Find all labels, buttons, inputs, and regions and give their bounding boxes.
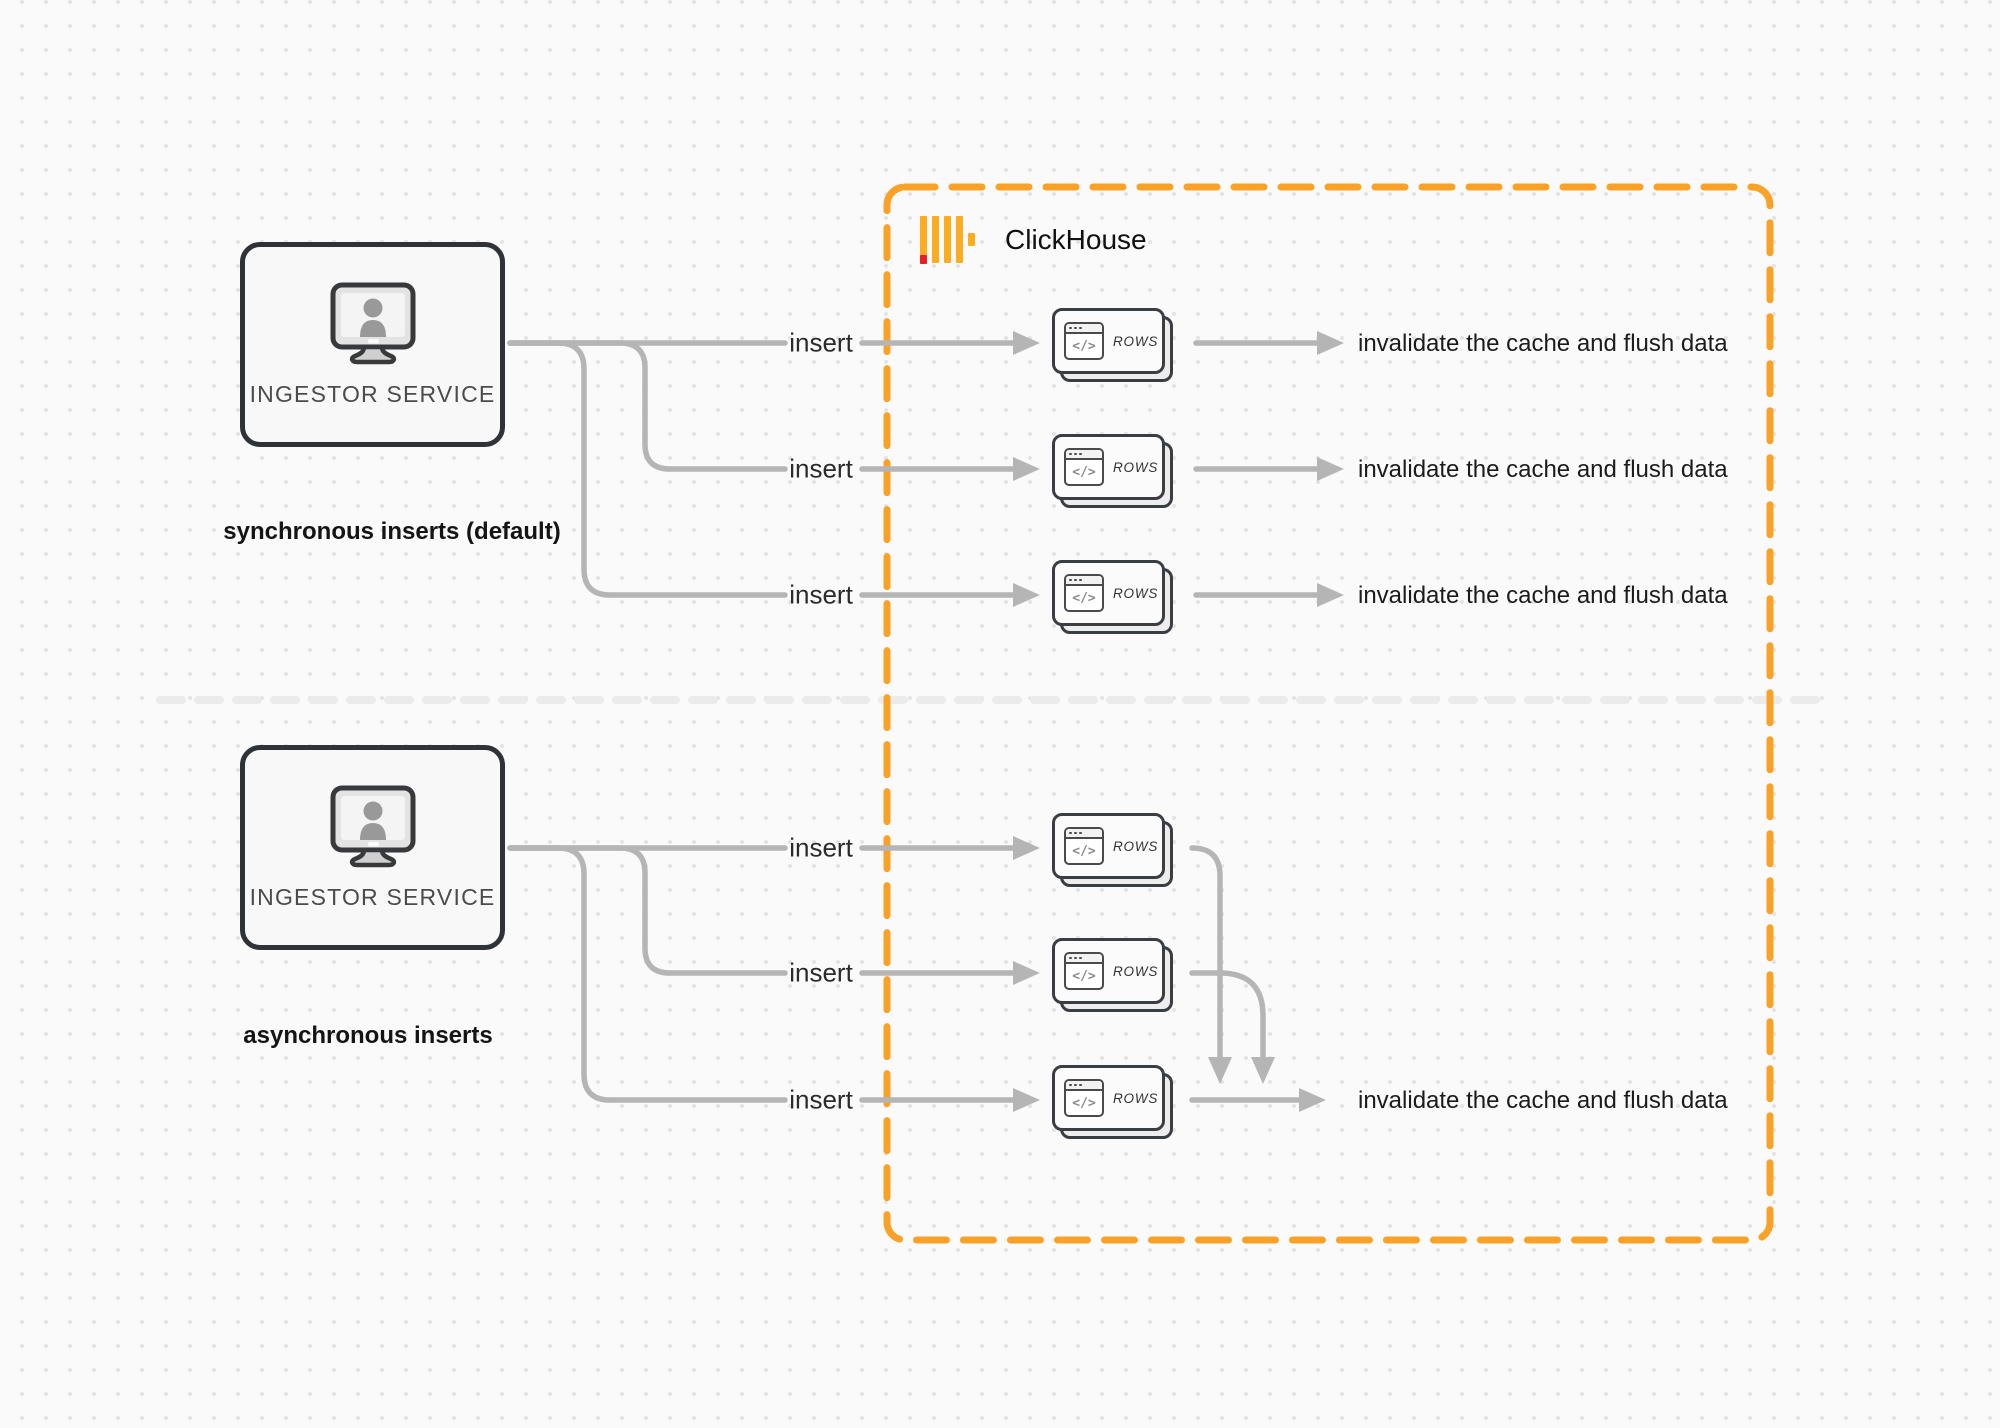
sync-caption: synchronous inserts (default) (223, 518, 561, 545)
sync-insert-label-2: insert (789, 453, 853, 484)
clickhouse-wordmark: ClickHouse (1005, 224, 1147, 255)
code-window-icon: </> (1064, 952, 1104, 990)
sync-result-label-3: invalidate the cache and flush data (1358, 582, 1728, 609)
sync-ingestor-service-box: INGESTOR SERVICE (240, 242, 505, 447)
rows-label: ROWS (1113, 963, 1159, 979)
async-result-label: invalidate the cache and flush data (1358, 1087, 1728, 1114)
code-window-icon: </> (1064, 574, 1104, 612)
async-rows-node-3: </> ROWS (1052, 1065, 1174, 1139)
sync-rows-node-2: </> ROWS (1052, 434, 1174, 508)
sync-rows-node-1: </> ROWS (1052, 308, 1174, 382)
rows-card: </> ROWS (1052, 434, 1165, 500)
sync-result-label-1: invalidate the cache and flush data (1358, 330, 1728, 357)
rows-label: ROWS (1113, 585, 1159, 601)
rows-card: </> ROWS (1052, 938, 1165, 1004)
async-insert-label-1: insert (789, 832, 853, 863)
monitor-user-icon (330, 785, 415, 868)
rows-label: ROWS (1113, 459, 1159, 475)
rows-label: ROWS (1113, 1090, 1159, 1106)
rows-label: ROWS (1113, 838, 1159, 854)
async-insert-label-3: insert (789, 1084, 853, 1115)
service-label: INGESTOR SERVICE (249, 884, 496, 910)
service-label: INGESTOR SERVICE (249, 381, 496, 407)
code-window-icon: </> (1064, 1079, 1104, 1117)
code-window-icon: </> (1064, 322, 1104, 360)
async-rows-node-2: </> ROWS (1052, 938, 1174, 1012)
rows-card: </> ROWS (1052, 813, 1165, 879)
sync-rows-node-3: </> ROWS (1052, 560, 1174, 634)
rows-card: </> ROWS (1052, 308, 1165, 374)
async-connectors (507, 836, 1326, 1112)
code-window-icon: </> (1064, 448, 1104, 486)
async-insert-label-2: insert (789, 957, 853, 988)
code-window-icon: </> (1064, 827, 1104, 865)
clickhouse-logo-icon (920, 216, 980, 264)
clickhouse-logo-red-pixel (920, 255, 927, 264)
sync-insert-label-1: insert (789, 327, 853, 358)
async-ingestor-service-box: INGESTOR SERVICE (240, 745, 505, 950)
async-caption: asynchronous inserts (243, 1022, 493, 1049)
rows-card: </> ROWS (1052, 560, 1165, 626)
clickhouse-logo: ClickHouse (920, 216, 1147, 264)
monitor-user-icon (330, 282, 415, 365)
sync-connectors (507, 331, 1344, 607)
sync-insert-label-3: insert (789, 579, 853, 610)
async-rows-node-1: </> ROWS (1052, 813, 1174, 887)
rows-label: ROWS (1113, 333, 1159, 349)
rows-card: </> ROWS (1052, 1065, 1165, 1131)
sync-result-label-2: invalidate the cache and flush data (1358, 456, 1728, 483)
